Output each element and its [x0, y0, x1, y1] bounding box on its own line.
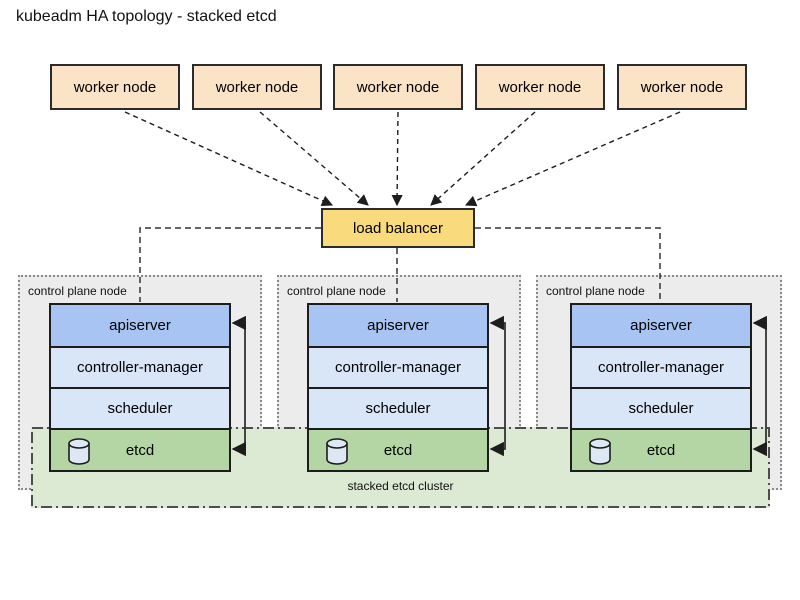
worker-node-box-2: worker node [192, 64, 322, 110]
worker-node-box-1: worker node [50, 64, 180, 110]
control-plane-node-label: control plane node [287, 284, 386, 298]
controller-manager-box: controller-manager [51, 346, 229, 387]
apiserver-label: apiserver [630, 317, 692, 334]
worker4-to-lb-arrow [430, 111, 536, 206]
control-plane-stack-2: apiserver controller-manager scheduler e… [307, 303, 489, 472]
controller-manager-label: controller-manager [598, 359, 724, 376]
worker-node-box-5: worker node [617, 64, 747, 110]
worker-node-label: worker node [73, 78, 157, 96]
control-plane-node-label: control plane node [546, 284, 645, 298]
controller-manager-label: controller-manager [335, 359, 461, 376]
apiserver-box: apiserver [572, 305, 750, 346]
scheduler-box: scheduler [51, 387, 229, 428]
worker-node-label: worker node [498, 78, 582, 96]
scheduler-label: scheduler [107, 400, 173, 417]
worker-node-label: worker node [215, 78, 299, 96]
stacked-etcd-cluster-label: stacked etcd cluster [347, 479, 454, 493]
etcd-cylinder-icon [326, 438, 348, 465]
control-plane-stack-3: apiserver controller-manager scheduler e… [570, 303, 752, 472]
scheduler-label: scheduler [365, 400, 431, 417]
worker3-to-lb-arrow [391, 111, 403, 207]
etcd-label: etcd [383, 441, 413, 459]
etcd-box: etcd [51, 428, 229, 470]
diagram-title: kubeadm HA topology - stacked etcd [16, 8, 277, 25]
worker-node-box-3: worker node [333, 64, 463, 110]
load-balancer-box: load balancer [321, 208, 475, 248]
etcd-cylinder-icon [589, 438, 611, 465]
apiserver-label: apiserver [367, 317, 429, 334]
controller-manager-box: controller-manager [309, 346, 487, 387]
etcd-box: etcd [572, 428, 750, 470]
worker-to-lb-arrows [124, 111, 681, 207]
scheduler-box: scheduler [572, 387, 750, 428]
etcd-label: etcd [646, 441, 676, 459]
apiserver-box: apiserver [51, 305, 229, 346]
scheduler-box: scheduler [309, 387, 487, 428]
apiserver-label: apiserver [109, 317, 171, 334]
apiserver-box: apiserver [309, 305, 487, 346]
etcd-label: etcd [125, 441, 155, 459]
worker5-to-lb-arrow [464, 111, 681, 207]
worker-node-label: worker node [356, 78, 440, 96]
control-plane-stack-1: apiserver controller-manager scheduler e… [49, 303, 231, 472]
load-balancer-label: load balancer [352, 219, 444, 237]
worker-node-label: worker node [640, 78, 724, 96]
worker1-to-lb-arrow [124, 111, 334, 206]
stacked-etcd-cluster-border [31, 427, 770, 508]
worker-node-box-4: worker node [475, 64, 605, 110]
etcd-box: etcd [309, 428, 487, 470]
scheduler-label: scheduler [628, 400, 694, 417]
worker2-to-lb-arrow [259, 111, 369, 206]
controller-manager-box: controller-manager [572, 346, 750, 387]
etcd-cylinder-icon [68, 438, 90, 465]
controller-manager-label: controller-manager [77, 359, 203, 376]
control-plane-node-label: control plane node [28, 284, 127, 298]
